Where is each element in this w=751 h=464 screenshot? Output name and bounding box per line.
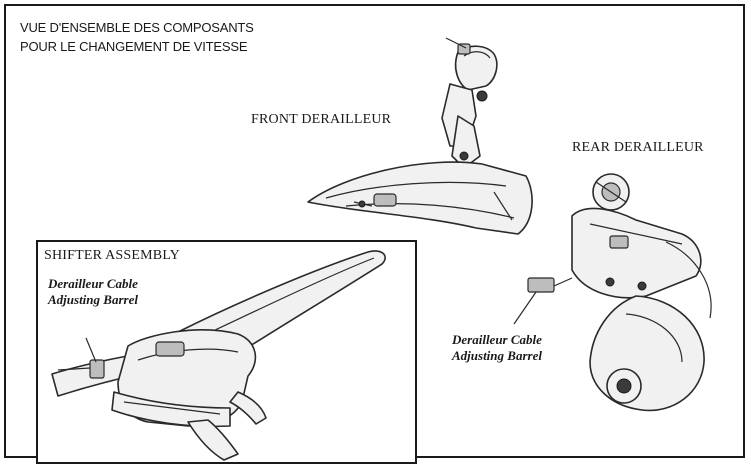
- rear-adjusting-barrel-callout: Derailleur Cable Adjusting Barrel: [452, 332, 542, 364]
- diagram-title-line-2: POUR LE CHANGEMENT DE VITESSE: [20, 39, 248, 54]
- shifter-callout-line-1: Derailleur Cable: [48, 276, 138, 291]
- diagram-title: VUE D'ENSEMBLE DES COMPOSANTS POUR LE CH…: [20, 18, 254, 56]
- rear-derailleur-label: REAR DERAILLEUR: [572, 140, 704, 155]
- rear-callout-line-1: Derailleur Cable: [452, 332, 542, 347]
- shifter-callout-line-2: Adjusting Barrel: [48, 292, 138, 307]
- shifter-assembly-title: SHIFTER ASSEMBLY: [44, 248, 180, 263]
- diagram-frame: VUE D'ENSEMBLE DES COMPOSANTS POUR LE CH…: [4, 4, 745, 464]
- front-derailleur-label: FRONT DERAILLEUR: [251, 112, 392, 127]
- shifter-adjusting-barrel-callout: Derailleur Cable Adjusting Barrel: [48, 276, 138, 308]
- shifter-assembly-panel: SHIFTER ASSEMBLY Derailleur Cable Adjust…: [36, 240, 417, 464]
- rear-callout-line-2: Adjusting Barrel: [452, 348, 542, 363]
- rear-derailleur-illustration: [513, 173, 712, 412]
- front-derailleur-illustration: [307, 37, 533, 235]
- diagram-title-line-1: VUE D'ENSEMBLE DES COMPOSANTS: [20, 20, 254, 35]
- shifter-assembly-illustration: [51, 250, 386, 461]
